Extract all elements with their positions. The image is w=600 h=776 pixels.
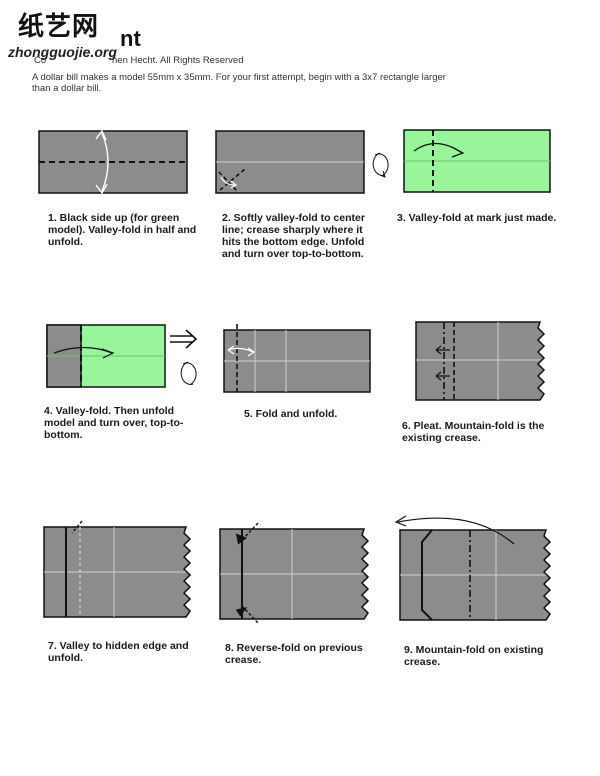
step-1-caption: 1. Black side up (for green model). Vall… <box>48 212 197 248</box>
step-5-caption: 5. Fold and unfold. <box>244 408 338 420</box>
step-8-caption: 8. Reverse-fold on previous crease. <box>225 642 363 666</box>
step-7-diagram <box>43 520 192 618</box>
watermark-chinese: 纸艺网 <box>18 12 100 42</box>
page-title: nt <box>120 26 141 51</box>
step-3-caption: 3. Valley-fold at mark just made. <box>397 212 557 224</box>
copyright-line: hen Hecht. All Rights Reserved <box>112 55 244 66</box>
watermark-url: zhongguojie.org <box>8 44 117 60</box>
intro-text: A dollar bill makes a model 55mm x 35mm.… <box>32 72 446 94</box>
step-5-diagram <box>223 324 371 393</box>
step-4-caption: 4. Valley-fold. Then unfold model and tu… <box>44 405 184 441</box>
watermark-backdrop <box>6 6 122 58</box>
step-4-diagram <box>46 324 198 388</box>
step-3-diagram <box>403 129 551 193</box>
step-6-diagram <box>415 321 546 401</box>
step-2-caption: 2. Softly valley-fold to center line; cr… <box>222 212 365 260</box>
step-2-diagram <box>215 130 389 194</box>
step-1-diagram <box>38 129 188 195</box>
step-7-caption: 7. Valley to hidden edge and unfold. <box>48 640 189 664</box>
copyright-fragment: Co <box>34 55 47 66</box>
step-9-diagram <box>394 515 552 621</box>
step-6-caption: 6. Pleat. Mountain-fold is the existing … <box>402 420 545 444</box>
step-9-caption: 9. Mountain-fold on existing crease. <box>404 644 544 668</box>
step-8-diagram <box>219 522 370 624</box>
